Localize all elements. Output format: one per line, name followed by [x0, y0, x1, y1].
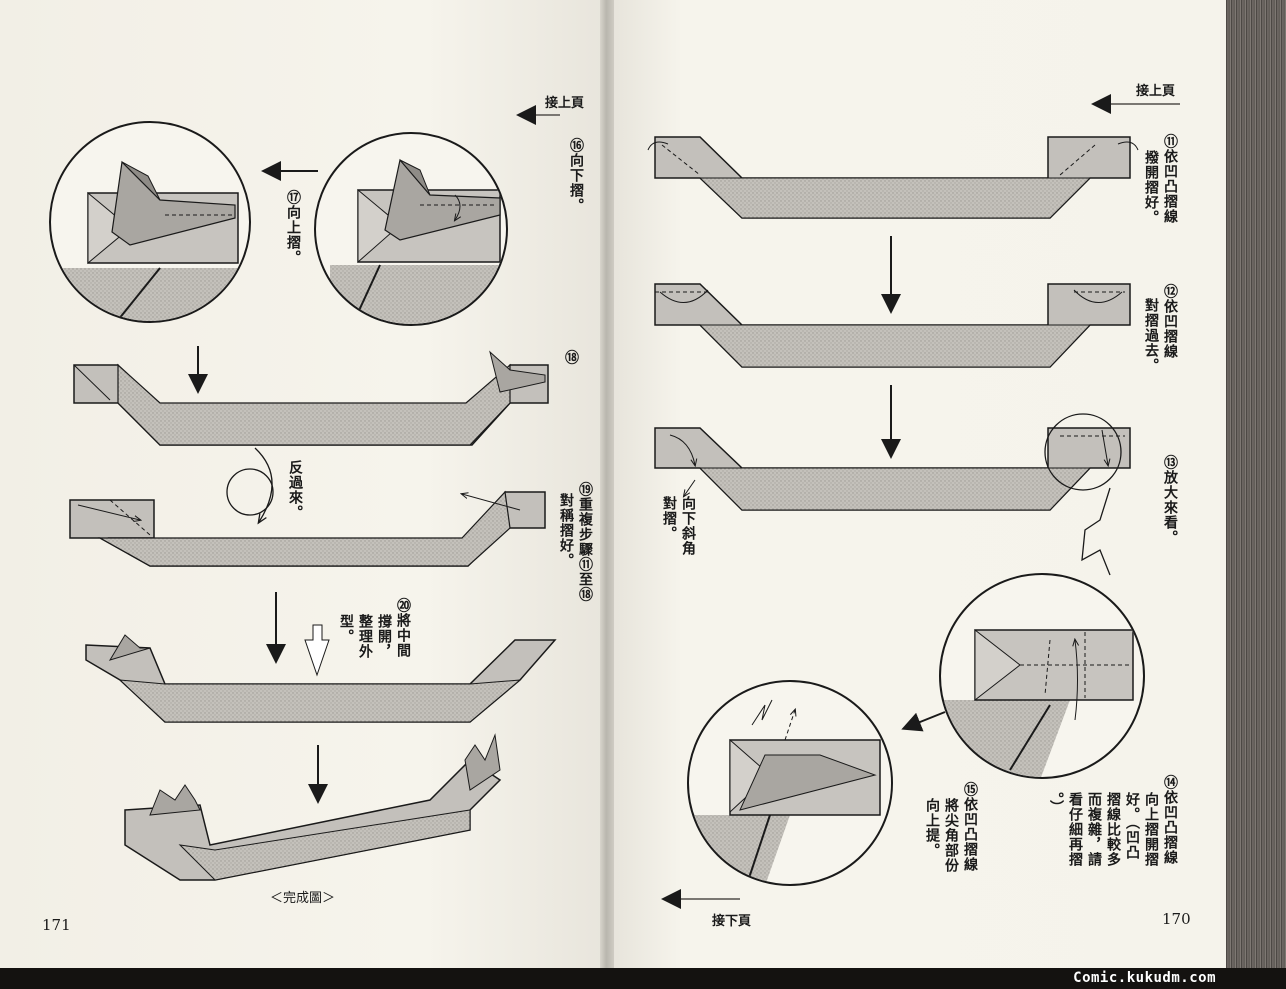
- step18-label: ⑱: [563, 350, 579, 365]
- step16-diagram: [314, 132, 508, 326]
- watermark: Comic.kukudm.com: [1073, 970, 1216, 986]
- completed-caption: ＜完成圖＞: [270, 891, 336, 906]
- flip-icon: [226, 447, 274, 522]
- step11-line1: ⑪依凹凸摺線: [1162, 134, 1178, 224]
- flip-text: 反過來。: [287, 460, 303, 520]
- step17-text: ⑰向上摺。: [285, 190, 301, 265]
- step14-line3: 好。（凹凸: [1124, 792, 1140, 860]
- step14-line2: 向上摺開摺: [1143, 792, 1159, 867]
- step15-line3: 向上提。: [924, 798, 940, 858]
- step14-line7: 。）: [1048, 792, 1064, 815]
- step14-line5: 而複雜，請: [1086, 792, 1102, 867]
- continue-from-label-left: 接上頁: [545, 96, 585, 111]
- diag-fold-line1: 向下斜角: [680, 496, 696, 556]
- step16-text: ⑯向下摺。: [568, 138, 584, 213]
- step19-text-line2: 對稱摺好。: [558, 493, 574, 568]
- step14-line6: 看仔細再摺: [1067, 792, 1083, 867]
- step14-line4: 摺線比較多: [1105, 792, 1121, 867]
- zoom-connector: [1081, 487, 1111, 576]
- page-edges: [1226, 0, 1286, 968]
- step15-line2: 將尖角部份: [943, 798, 959, 873]
- step11-diagram: [647, 136, 1139, 219]
- step19-text: ⑲重複步驟⑪至⑱: [577, 482, 593, 602]
- step13-diagram: [654, 413, 1131, 511]
- step19-diagram: [69, 490, 546, 567]
- completed-boat-diagram: [124, 733, 502, 881]
- step14-line1: ⑭依凹凸摺線: [1162, 775, 1178, 865]
- step18-diagram: [73, 350, 549, 446]
- step12-line1: ⑫依凹摺線: [1162, 284, 1178, 359]
- step20-line2: 撐開，: [376, 614, 392, 659]
- book-gutter: [600, 0, 614, 968]
- step13-text: ⑬放大來看。: [1162, 455, 1178, 545]
- footer-bar: [0, 968, 1286, 989]
- arrow-14-to-15: [901, 711, 946, 732]
- step20-line3: 整理外: [357, 614, 373, 659]
- step20-diagram: [85, 634, 557, 723]
- diag-fold-line2: 對摺。: [661, 496, 677, 541]
- step20-line1: ⑳將中間: [395, 598, 411, 658]
- step12-line2: 對摺過去。: [1143, 298, 1159, 373]
- origami-diagrams: [49, 94, 1180, 909]
- continue-from-label-right: 接上頁: [1136, 84, 1176, 99]
- step20-line4: 型。: [338, 614, 354, 644]
- step12-diagram: [654, 283, 1131, 368]
- step11-line2: 撥開摺好。: [1143, 150, 1159, 225]
- open-arrow-icon: [304, 624, 330, 677]
- step15-line1: ⑮依凹凸摺線: [962, 782, 978, 872]
- page-number-left: 171: [42, 916, 71, 934]
- continue-to-label: 接下頁: [712, 914, 752, 929]
- step15-diagram: [687, 680, 893, 886]
- step17-diagram: [49, 121, 251, 323]
- step14-diagram: [939, 573, 1145, 779]
- page-number-right: 170: [1162, 910, 1191, 928]
